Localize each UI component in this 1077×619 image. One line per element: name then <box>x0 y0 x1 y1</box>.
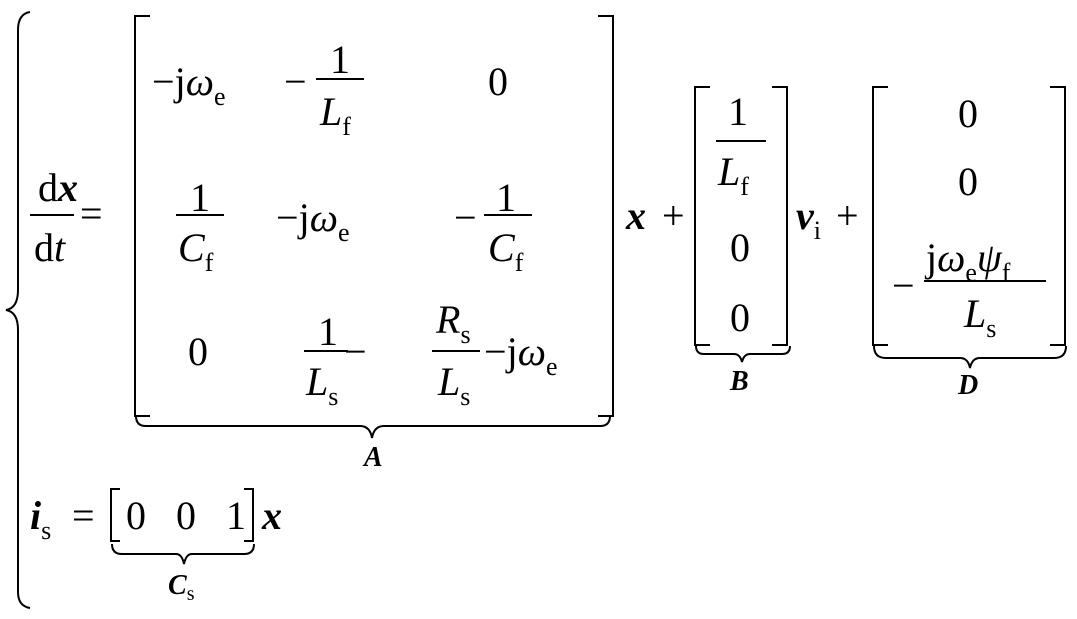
plus-sign-2: + <box>836 193 859 238</box>
label-d: D <box>958 370 979 401</box>
b2: 0 <box>730 225 750 270</box>
a22: −jωe <box>276 195 350 247</box>
equals-sign-2: = <box>72 493 95 538</box>
matrix-b-left-bracket <box>694 86 710 346</box>
matrix-b-right-bracket <box>772 86 788 346</box>
underbrace-d-icon <box>873 345 1067 369</box>
equals-sign: = <box>80 191 103 236</box>
system-brace-icon <box>5 11 31 609</box>
plus-sign: + <box>662 193 685 238</box>
underbrace-b-icon <box>695 345 791 363</box>
matrix-c-right-bracket <box>244 488 254 542</box>
d1: 0 <box>958 91 978 136</box>
label-a: A <box>364 442 383 473</box>
input-v: vi <box>796 193 821 245</box>
c2: 0 <box>176 493 196 538</box>
a11: −jωe <box>152 59 226 111</box>
output-i: is <box>30 493 52 545</box>
matrix-a-right-bracket <box>598 15 614 417</box>
underbrace-c-icon <box>111 543 255 565</box>
c3: 1 <box>226 493 246 538</box>
output-x: x <box>262 493 282 538</box>
b3: 0 <box>730 295 750 340</box>
matrix-d-left-bracket <box>872 86 888 346</box>
a13: 0 <box>488 59 508 104</box>
matrix-d-right-bracket <box>1050 86 1066 346</box>
label-cs: Cs <box>168 570 195 605</box>
a31: 0 <box>188 329 208 374</box>
fraction-bar <box>30 214 74 216</box>
matrix-c-left-bracket <box>110 488 120 542</box>
underbrace-a-icon <box>135 415 611 439</box>
state-x: x <box>626 193 646 238</box>
label-b: B <box>730 366 749 397</box>
c1: 0 <box>126 493 146 538</box>
matrix-a-left-bracket <box>134 15 150 417</box>
d2: 0 <box>958 159 978 204</box>
